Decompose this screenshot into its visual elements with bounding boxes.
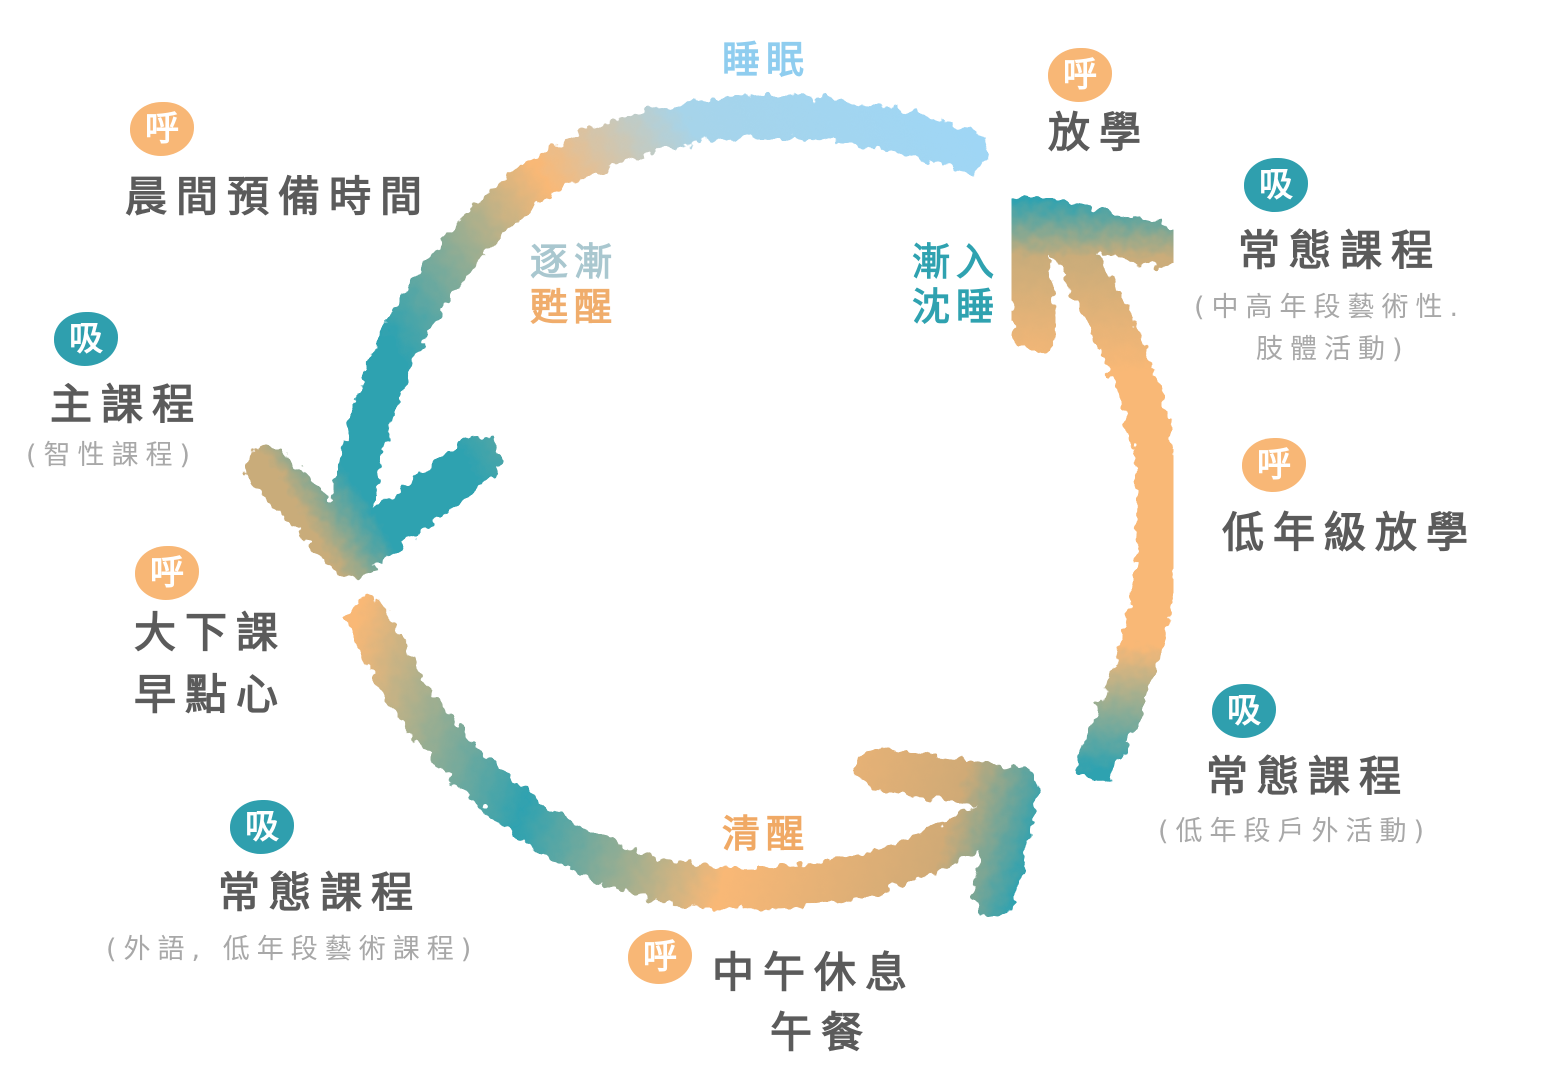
exhale-badge: 呼 [1242, 438, 1306, 492]
phase-falling-asleep: 漸入 沈睡 [912, 240, 1000, 330]
phase-waking-line1: 逐漸 [530, 240, 619, 284]
node-regular-course-3: 常態課程 [1238, 226, 1443, 275]
node-regular-course-1-sub: (外語, 低年段藝術課程) [106, 934, 479, 965]
node-main-course-sub: (智性課程) [26, 440, 198, 471]
node-recess-line1: 大下課 [134, 608, 288, 657]
inhale-badge: 吸 [1212, 684, 1276, 738]
phase-waking-line2: 甦醒 [530, 284, 619, 329]
node-regular-course-3-sub-line1: (中高年段藝術性. [1194, 292, 1466, 323]
exhale-badge: 呼 [628, 930, 692, 984]
node-main-course: 主課程 [50, 380, 204, 429]
phase-sleep: 睡眠 [722, 38, 811, 82]
exhale-badge: 呼 [1048, 48, 1112, 102]
node-noon-line2: 午餐 [770, 1008, 873, 1057]
inhale-badge: 吸 [1244, 158, 1308, 212]
exhale-badge: 呼 [135, 546, 199, 600]
arrow-alert [347, 597, 1040, 917]
node-regular-course-3-sub-line2: 肢體活動) [1256, 334, 1410, 365]
node-regular-course-2: 常態課程 [1206, 752, 1411, 801]
node-noon-line1: 中午休息 [712, 948, 917, 997]
node-regular-course-2-sub: (低年段戶外活動) [1158, 816, 1432, 847]
arrow-falling-asleep [1003, 193, 1182, 781]
inhale-badge: 吸 [230, 800, 294, 854]
inhale-badge: 吸 [54, 312, 118, 366]
node-lower-grade-dismissal: 低年級放學 [1222, 508, 1478, 557]
node-regular-course-1: 常態課程 [218, 868, 423, 917]
node-morning-prep: 晨間預備時間 [125, 172, 432, 221]
phase-falling-asleep-line2: 沈睡 [912, 284, 1001, 329]
phase-alert: 清醒 [722, 812, 811, 856]
node-recess-line2: 早點心 [134, 670, 288, 719]
phase-waking: 逐漸 甦醒 [530, 240, 618, 330]
node-dismissal: 放學 [1048, 108, 1151, 157]
exhale-badge: 呼 [130, 102, 194, 156]
arrow-waking [245, 95, 989, 578]
phase-falling-asleep-line1: 漸入 [912, 240, 1001, 284]
